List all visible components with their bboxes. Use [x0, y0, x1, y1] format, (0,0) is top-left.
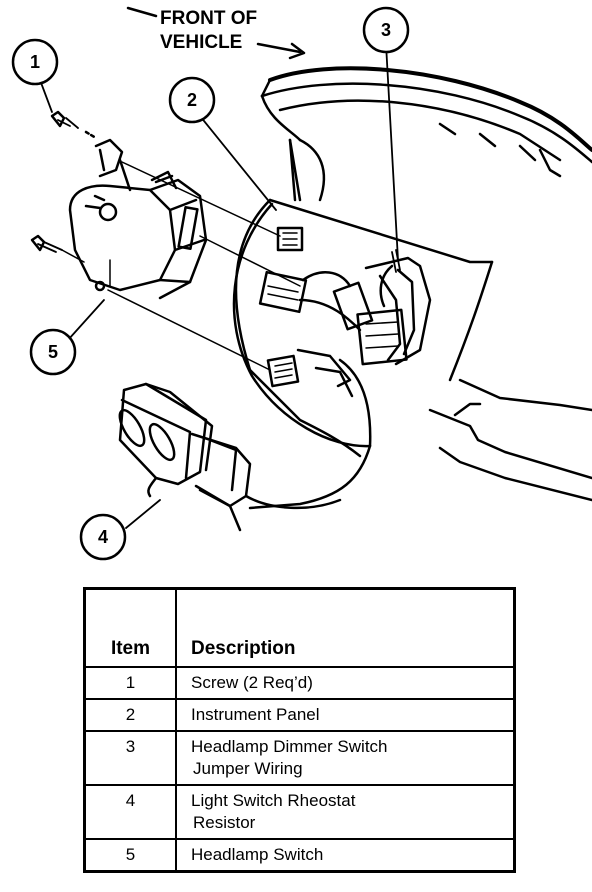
front-of-vehicle-arrows — [126, 6, 306, 60]
cutaway-circle — [232, 202, 372, 510]
legend-row: 2 Instrument Panel — [83, 698, 516, 732]
legend-row: 1 Screw (2 Req’d) — [83, 666, 516, 700]
legend-description-line: Headlamp Switch — [191, 845, 324, 864]
legend-item-description: Headlamp Switch — [175, 838, 516, 873]
legend-header-description: Description — [175, 587, 516, 668]
legend-description-line: Light Switch Rheostat — [191, 791, 356, 810]
leader-4 — [125, 499, 161, 529]
leader-2 — [199, 115, 277, 211]
screw-lower — [30, 234, 63, 253]
leader-3 — [385, 43, 399, 261]
legend-table: Item Description 1 Screw (2 Req’d) 2 Instru… — [83, 587, 516, 873]
callout-circle-2 — [168, 76, 216, 124]
legend-item-number: 5 — [83, 838, 177, 873]
callout-circle-1 — [11, 38, 59, 86]
callout-number-3: 3 — [381, 20, 391, 40]
screw-upper — [50, 110, 98, 140]
legend-description-line: Instrument Panel — [191, 705, 320, 724]
callout-circle-4 — [79, 513, 127, 561]
callout-circle-5 — [29, 328, 77, 376]
legend-row: 5 Headlamp Switch — [83, 838, 516, 873]
front-of-vehicle-label-line2: VEHICLE — [160, 32, 242, 53]
instrument-panel — [234, 138, 592, 502]
callout-number-4: 4 — [98, 527, 108, 547]
legend-description-line: Screw (2 Req’d) — [191, 673, 313, 692]
legend-header-item: Item — [83, 587, 177, 668]
legend-item-number: 1 — [83, 666, 177, 700]
legend-item-description: Screw (2 Req’d) — [175, 666, 516, 700]
rheostat-resistor — [118, 382, 342, 532]
callout-number-5: 5 — [48, 342, 58, 362]
instrument-panel-bezel — [260, 66, 592, 202]
alignment-lines — [61, 161, 301, 371]
callout-number-2: 2 — [187, 90, 197, 110]
front-of-vehicle-label-line1: FRONT OF — [160, 8, 257, 29]
callout-leaders — [39, 43, 399, 529]
callout-circles — [11, 6, 410, 561]
legend-description-line: Resistor — [193, 813, 256, 832]
legend-item-number: 3 — [83, 730, 177, 786]
exploded-view-diagram: 1 2 3 4 5 FRONT OF VEHICLE — [11, 6, 592, 561]
callout-circle-3 — [362, 6, 410, 54]
legend-description-line: Headlamp Dimmer Switch — [191, 737, 388, 756]
legend-item-number: 2 — [83, 698, 177, 732]
switch-cavity — [266, 226, 354, 398]
legend-description-line: Jumper Wiring — [193, 759, 303, 778]
callout-number-1: 1 — [30, 52, 40, 72]
jumper-wiring-connector — [258, 249, 432, 366]
leader-1 — [39, 79, 53, 113]
leader-5 — [67, 299, 105, 341]
legend-item-number: 4 — [83, 784, 177, 840]
headlamp-switch — [68, 138, 208, 300]
legend-header-row: Item Description — [83, 587, 516, 668]
legend-item-description: Instrument Panel — [175, 698, 516, 732]
